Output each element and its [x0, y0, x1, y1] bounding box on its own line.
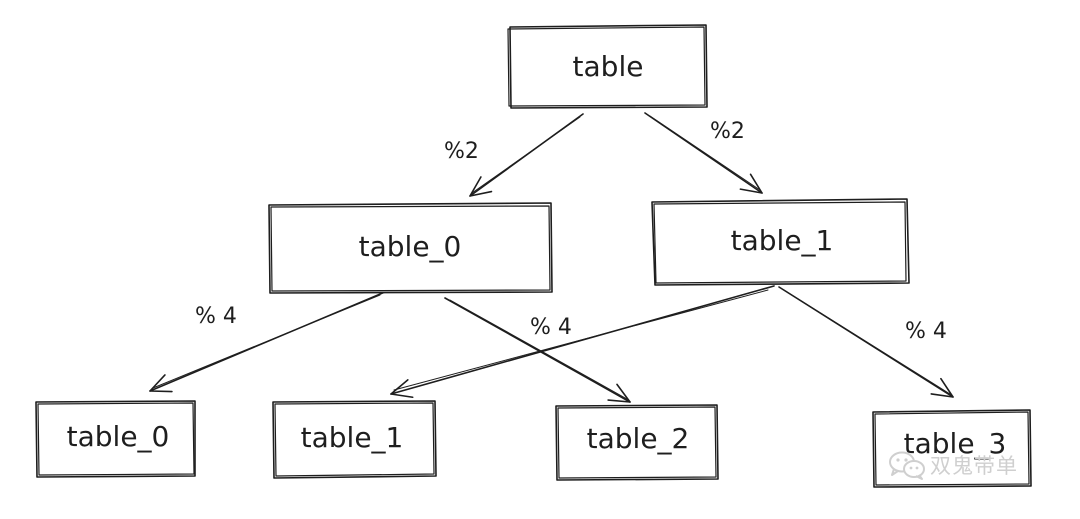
node-table-1-level-1: table_1 — [651, 198, 910, 286]
node-table-2-level-2-label: table_2 — [587, 422, 690, 455]
node-table-3-level-2-label: table_3 — [904, 427, 1007, 460]
edge-table-1-to-table-1-sketch — [393, 289, 769, 391]
node-table-0-level-2: table_0 — [35, 400, 196, 478]
node-table-1-level-1-label: table_1 — [731, 224, 834, 257]
node-table-1-level-2-label: table_1 — [301, 421, 404, 454]
edge-label-table-1-right: % 4 — [905, 319, 947, 344]
edge-label-table-0-right: % 4 — [530, 315, 572, 340]
watermark-text: 双鬼带单 — [930, 454, 1018, 478]
node-root: table — [507, 24, 708, 109]
wechat-icon — [889, 451, 925, 480]
node-table-0-level-1-label: table_0 — [359, 230, 462, 263]
edge-table-0-to-table-2 — [444, 297, 631, 403]
node-root-label: table — [573, 50, 644, 83]
edge-label-root-right: %2 — [710, 119, 745, 144]
edge-table-0-to-table-0-sketch — [152, 294, 381, 389]
node-table-1-level-2: table_1 — [272, 400, 437, 479]
node-table-0-level-1: table_0 — [268, 202, 553, 294]
watermark: 双鬼带单 — [888, 450, 1018, 480]
edge-table-0-to-table-2-sketch — [449, 299, 628, 400]
edge-label-table-0-left: % 4 — [195, 304, 237, 329]
edge-root-to-table-0-sketch — [471, 116, 581, 194]
edge-root-to-table-1-sketch — [649, 115, 761, 191]
edge-labels: %2 %2 % 4 % 4 % 4 — [195, 119, 947, 344]
node-table-2-level-2: table_2 — [555, 404, 719, 481]
edge-table-1-to-table-3-sketch — [783, 289, 951, 395]
node-table-0-level-2-label: table_0 — [67, 420, 170, 453]
edge-label-root-left: %2 — [444, 139, 479, 164]
edges — [149, 112, 954, 403]
